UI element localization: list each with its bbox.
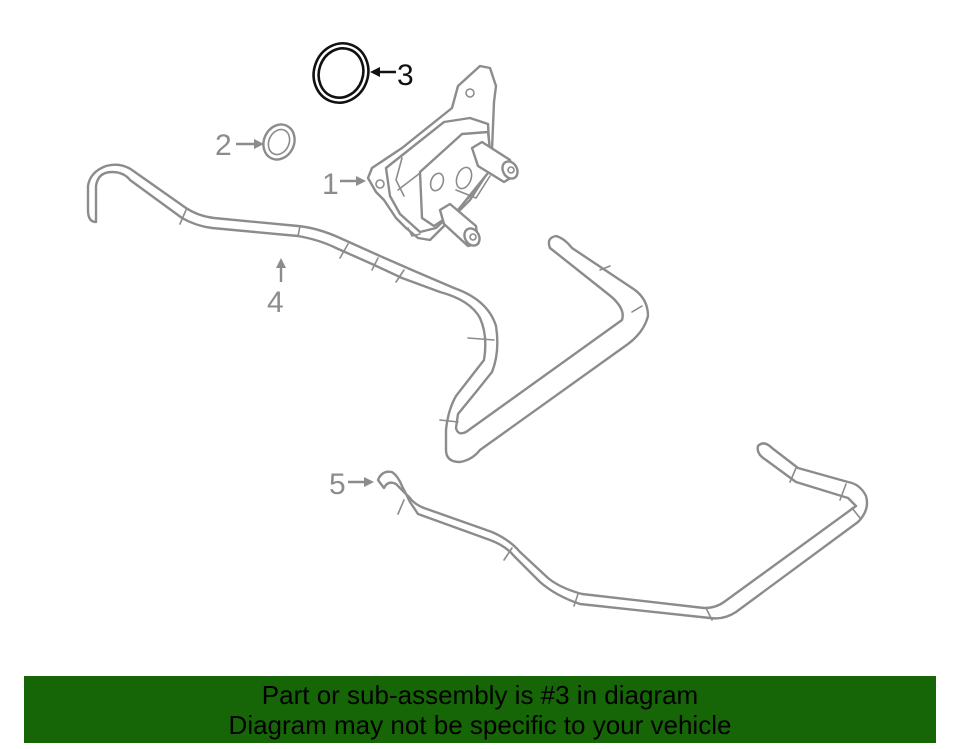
callout-2: 2 <box>215 129 264 162</box>
callout-4: 4 <box>267 258 286 319</box>
part-2-small-o-ring[interactable] <box>258 119 300 164</box>
callout-3-label: 3 <box>397 59 414 92</box>
callout-4-label: 4 <box>267 286 284 319</box>
callout-2-label: 2 <box>215 129 232 162</box>
callout-5: 5 <box>329 468 374 501</box>
info-banner: Part or sub-assembly is #3 in diagram Di… <box>24 676 936 743</box>
part-3-large-o-ring[interactable] <box>305 36 376 111</box>
callout-1-label: 1 <box>322 168 339 201</box>
part-4-upper-hose[interactable] <box>86 163 650 464</box>
callout-1: 1 <box>322 168 366 201</box>
parts-diagram: 3 2 1 <box>86 36 869 621</box>
banner-line-2: Diagram may not be specific to your vehi… <box>228 710 732 740</box>
part-1-oil-cooler[interactable] <box>366 64 521 248</box>
part-5-lower-hose[interactable] <box>376 442 869 621</box>
banner-line-1: Part or sub-assembly is #3 in diagram <box>261 680 699 710</box>
callout-3: 3 <box>370 59 414 92</box>
callout-5-label: 5 <box>329 468 346 501</box>
